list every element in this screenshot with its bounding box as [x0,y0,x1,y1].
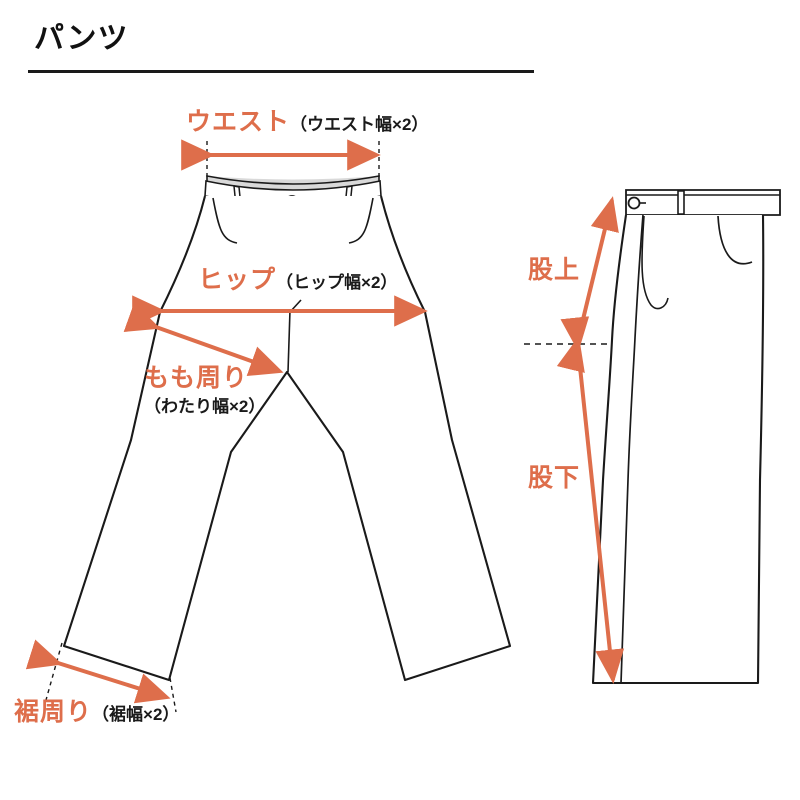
side-waistband [625,189,781,216]
label-hip-main: ヒップ [198,266,277,294]
label-hem-main: 裾周り [14,698,93,726]
pants-side-view-icon [524,189,781,685]
label-thigh-main: もも周り [144,364,249,392]
rise-measure-arrow [556,196,619,373]
label-thigh: もも周り （わたり幅×2） [144,362,265,419]
label-inseam-main: 股下 [528,464,581,492]
label-rise: 股上 [528,258,580,283]
thigh-measure-arrow [123,302,284,376]
label-thigh-sub: （わたり幅×2） [144,396,266,416]
title-divider [28,70,534,73]
pocket-left [212,197,238,244]
side-front-pocket [641,215,669,310]
pants-side-outline [591,214,765,685]
page-title: パンツ [34,22,129,55]
label-waist-main: ウエスト [186,108,291,136]
label-waist: ウエスト（ウエスト幅×2） [186,110,428,135]
side-back-pocket [717,215,753,265]
inseam-measure-arrow [560,316,625,684]
label-hem: 裾周り（裾幅×2） [14,700,179,725]
label-waist-sub: （ウエスト幅×2） [290,115,429,134]
side-belt-loop [677,190,685,215]
hem-measure-arrow [25,639,171,704]
side-button-icon [627,196,641,210]
label-inseam: 股下 [528,466,580,491]
pocket-right [348,197,374,244]
label-hip: ヒップ（ヒップ幅×2） [198,268,397,293]
label-hem-sub: （裾幅×2） [92,705,180,724]
side-seam-line [620,214,644,684]
hem-guide-left [45,642,63,701]
label-hip-sub: （ヒップ幅×2） [276,273,398,292]
label-rise-main: 股上 [528,256,581,284]
pants-front-view-icon [62,175,512,682]
hem-guide-right [169,677,177,713]
